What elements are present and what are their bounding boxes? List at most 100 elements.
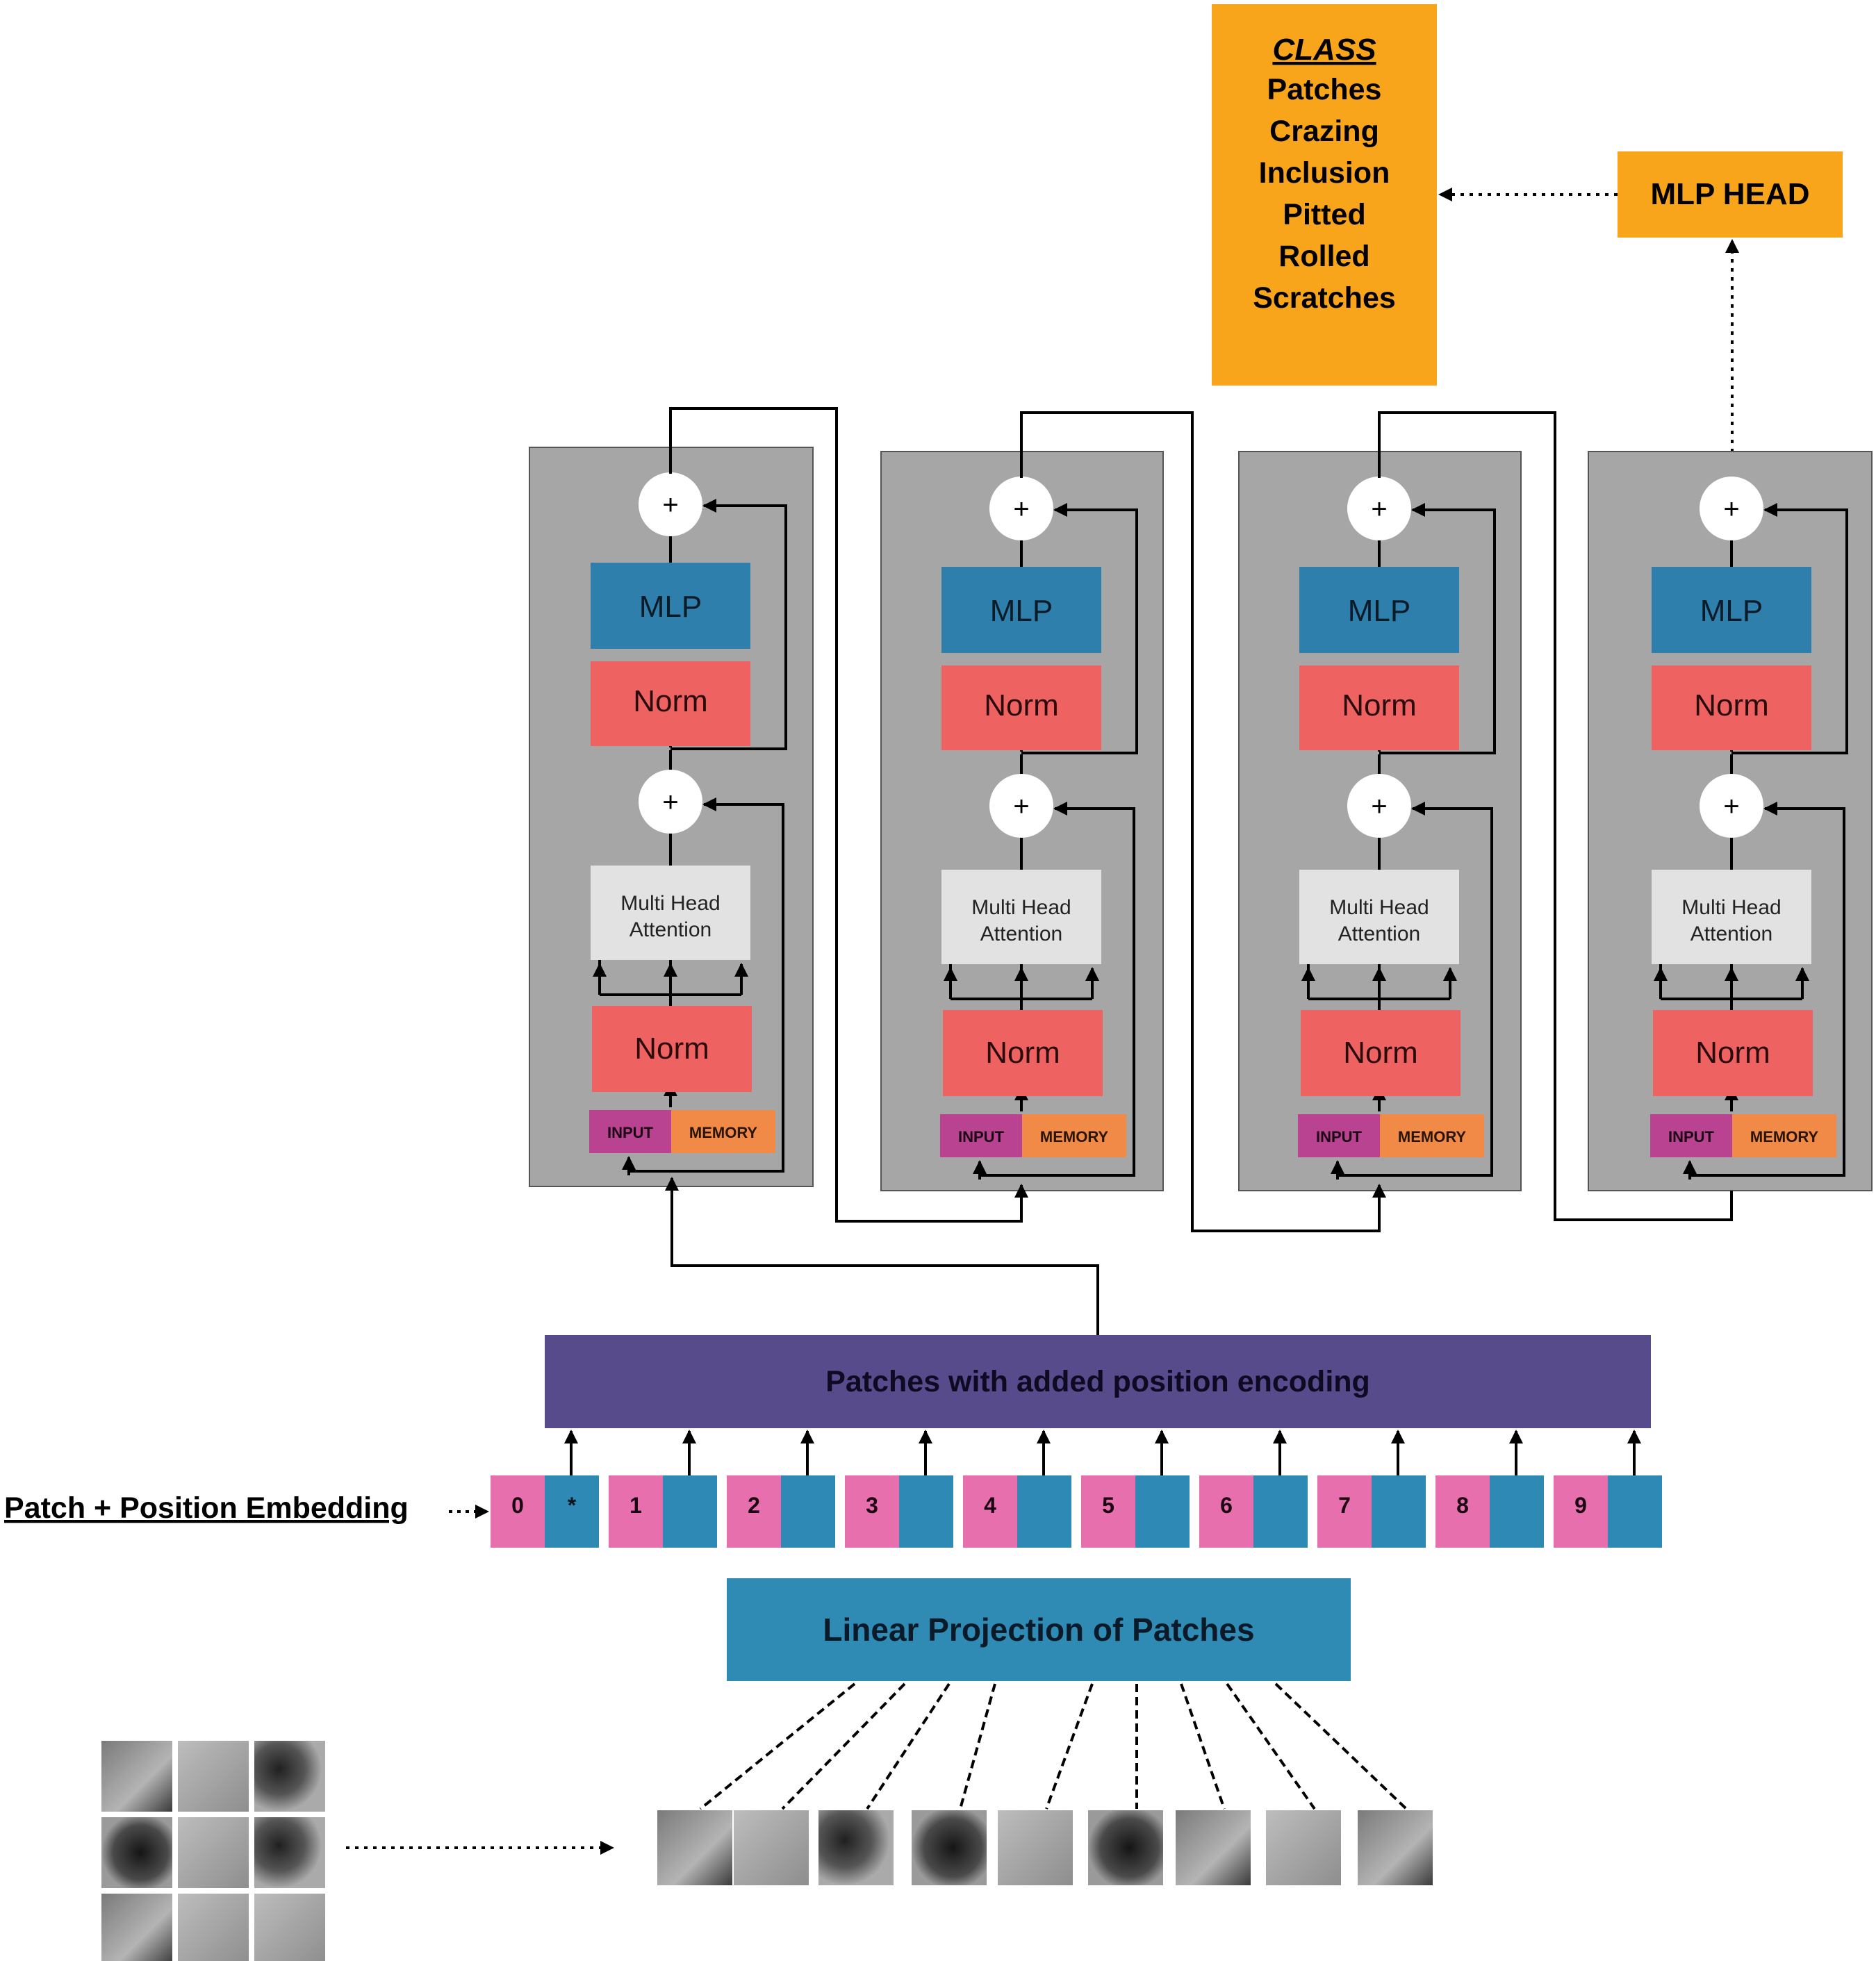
plus-circle-top [1700, 477, 1763, 540]
patch-sequence [657, 1810, 1433, 1885]
sequence-patch [657, 1810, 732, 1885]
token-position-cell [1554, 1475, 1608, 1548]
grid-patch [178, 1741, 249, 1812]
encoder-connectors [665, 407, 1733, 1335]
mlp-box [941, 567, 1101, 653]
image-patch-grid [101, 1741, 325, 1961]
norm-label: Norm [1694, 688, 1769, 722]
plus-circle-bottom [989, 774, 1053, 838]
memory-label: MEMORY [1750, 1128, 1819, 1145]
embedding-token: 1 [609, 1430, 717, 1548]
token-index: 2 [748, 1493, 760, 1518]
token-index: 4 [984, 1493, 996, 1518]
patch-position-embedding-label: Patch + Position Embedding [4, 1491, 409, 1525]
grid-patch [101, 1741, 172, 1812]
attention-label: Multi Head [1681, 896, 1781, 919]
class-item: Scratches [1253, 281, 1396, 315]
input-box [589, 1110, 671, 1153]
token-patch-cell [1608, 1475, 1662, 1548]
input-label: INPUT [1316, 1128, 1363, 1145]
class-item: Crazing [1269, 115, 1379, 148]
token-position-cell [1317, 1475, 1372, 1548]
attention-label: Attention [630, 918, 711, 941]
class-list: PatchesCrazingInclusionPittedRolledScrat… [1253, 73, 1396, 315]
projection-dash-line [699, 1682, 856, 1810]
memory-box [1732, 1114, 1836, 1157]
plus-circle-top [989, 477, 1053, 540]
input-label: INPUT [1668, 1128, 1715, 1145]
class-header: CLASS [1272, 33, 1376, 67]
mlp-label: MLP [639, 590, 702, 624]
token-position-cell [609, 1475, 663, 1548]
position-encoding-label: Patches with added position encoding [825, 1365, 1370, 1398]
sequence-patch [998, 1810, 1073, 1885]
multi-head-attention-box [941, 870, 1101, 964]
multi-head-attention-box [591, 866, 750, 960]
sequence-patch [912, 1810, 987, 1885]
linear-projection-label: Linear Projection of Patches [823, 1612, 1254, 1648]
class-token-symbol: * [568, 1493, 577, 1518]
plus-circle-top [639, 472, 702, 536]
input-box [1298, 1114, 1380, 1157]
projection-dash-line [1274, 1682, 1408, 1810]
mlp-box [591, 563, 750, 649]
attention-label: Attention [1690, 922, 1772, 945]
memory-label: MEMORY [1398, 1128, 1467, 1145]
sequence-patch [1358, 1810, 1433, 1885]
grid-patch [254, 1817, 325, 1888]
token-index: 1 [630, 1493, 642, 1518]
token-index: 5 [1102, 1493, 1114, 1518]
multi-head-attention-box [1299, 870, 1459, 964]
token-patch-cell [1490, 1475, 1544, 1548]
norm-label: Norm [985, 1036, 1060, 1070]
grid-patch [254, 1741, 325, 1812]
class-item: Inclusion [1259, 156, 1390, 190]
token-position-cell [1435, 1475, 1490, 1548]
sequence-patch [1088, 1810, 1163, 1885]
embedding-token: 2 [727, 1430, 835, 1548]
norm-label: Norm [634, 1032, 709, 1066]
memory-box [1380, 1114, 1484, 1157]
attention-label: Multi Head [1329, 896, 1429, 919]
projection-dash-line [1180, 1683, 1226, 1810]
projection-dash-line [1045, 1683, 1094, 1810]
memory-box [671, 1110, 775, 1153]
plus-symbol: + [1723, 791, 1739, 822]
mlp-head: MLP HEAD [1618, 151, 1843, 238]
mlp-head-label: MLP HEAD [1651, 177, 1810, 211]
norm-label: Norm [1343, 1036, 1418, 1070]
class-item: Rolled [1278, 240, 1369, 273]
memory-label: MEMORY [689, 1124, 758, 1141]
input-box [940, 1114, 1022, 1157]
attention-label: Attention [980, 922, 1062, 945]
norm-box-upper [591, 661, 750, 746]
position-encoding-bar: Patches with added position encoding [545, 1335, 1651, 1428]
mlp-box [1299, 567, 1459, 653]
plus-circle-bottom [639, 770, 702, 834]
norm-box-lower [1301, 1010, 1461, 1096]
projection-dash-line [866, 1682, 951, 1810]
attention-label: Multi Head [971, 896, 1071, 919]
token-patch-cell [1017, 1475, 1071, 1548]
norm-box-upper [941, 665, 1101, 750]
norm-box-lower [943, 1010, 1103, 1096]
token-index: 8 [1456, 1493, 1469, 1518]
token-position-cell [727, 1475, 781, 1548]
sequence-patch [818, 1810, 894, 1885]
embedding-token: 0* [491, 1430, 599, 1548]
embedding-token: 6 [1199, 1430, 1308, 1548]
grid-patch [101, 1894, 172, 1961]
plus-circle-bottom [1347, 774, 1411, 838]
mlp-label: MLP [1700, 594, 1763, 628]
token-position-cell [1081, 1475, 1135, 1548]
norm-label: Norm [984, 688, 1059, 722]
token-patch-cell [663, 1475, 717, 1548]
plus-symbol: + [662, 490, 678, 520]
grid-patch [101, 1817, 172, 1888]
plus-symbol: + [1013, 494, 1029, 524]
plus-symbol: + [1723, 494, 1739, 524]
grid-patch [178, 1894, 249, 1961]
attention-label: Attention [1338, 922, 1420, 945]
token-position-cell [845, 1475, 899, 1548]
